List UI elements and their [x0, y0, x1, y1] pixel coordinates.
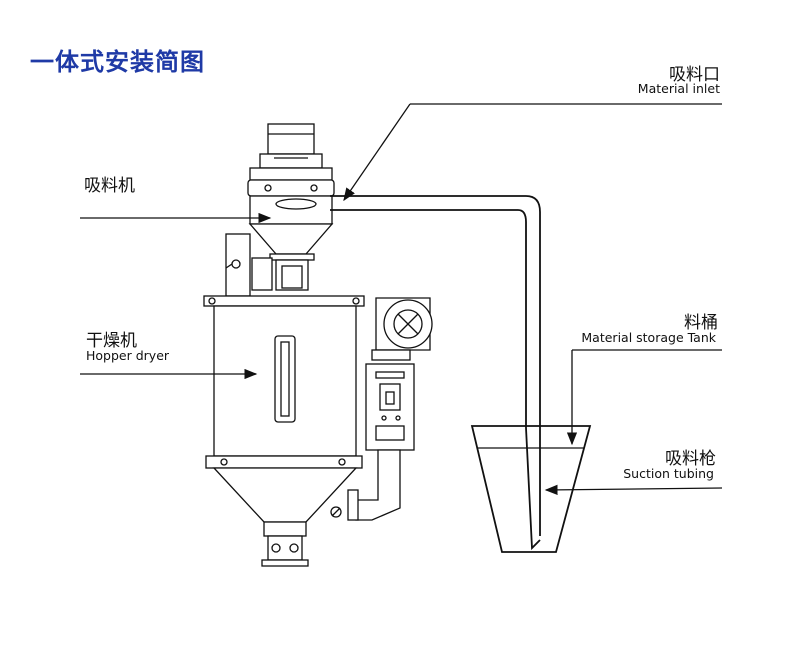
storage-tank — [470, 425, 592, 553]
leader-lines — [80, 103, 723, 496]
label-tubing-cn: 吸料枪 — [665, 449, 716, 469]
dryer-lid — [203, 295, 365, 307]
loader-motor-cap — [267, 123, 315, 155]
label-tubing-en: Suction tubing — [623, 466, 714, 481]
vacuum-loader — [225, 123, 335, 297]
label-tank-en: Material storage Tank — [581, 330, 716, 345]
blower-unit — [347, 297, 433, 521]
label-loader-cn: 吸料机 — [84, 176, 135, 196]
label-inlet-en: Material inlet — [637, 81, 720, 96]
diagram-title: 一体式安装简图 — [30, 48, 205, 76]
label-tank-cn: 料桶 — [684, 313, 718, 333]
label-dryer-en: Hopper dryer — [86, 348, 170, 363]
label-inlet-cn: 吸料口 — [669, 65, 720, 85]
hot-air-pipe — [355, 449, 401, 521]
conveying-pipe — [330, 195, 541, 551]
hopper-dryer — [203, 295, 365, 567]
label-dryer-cn: 干燥机 — [86, 331, 137, 351]
loader-inlet-port — [275, 198, 317, 210]
